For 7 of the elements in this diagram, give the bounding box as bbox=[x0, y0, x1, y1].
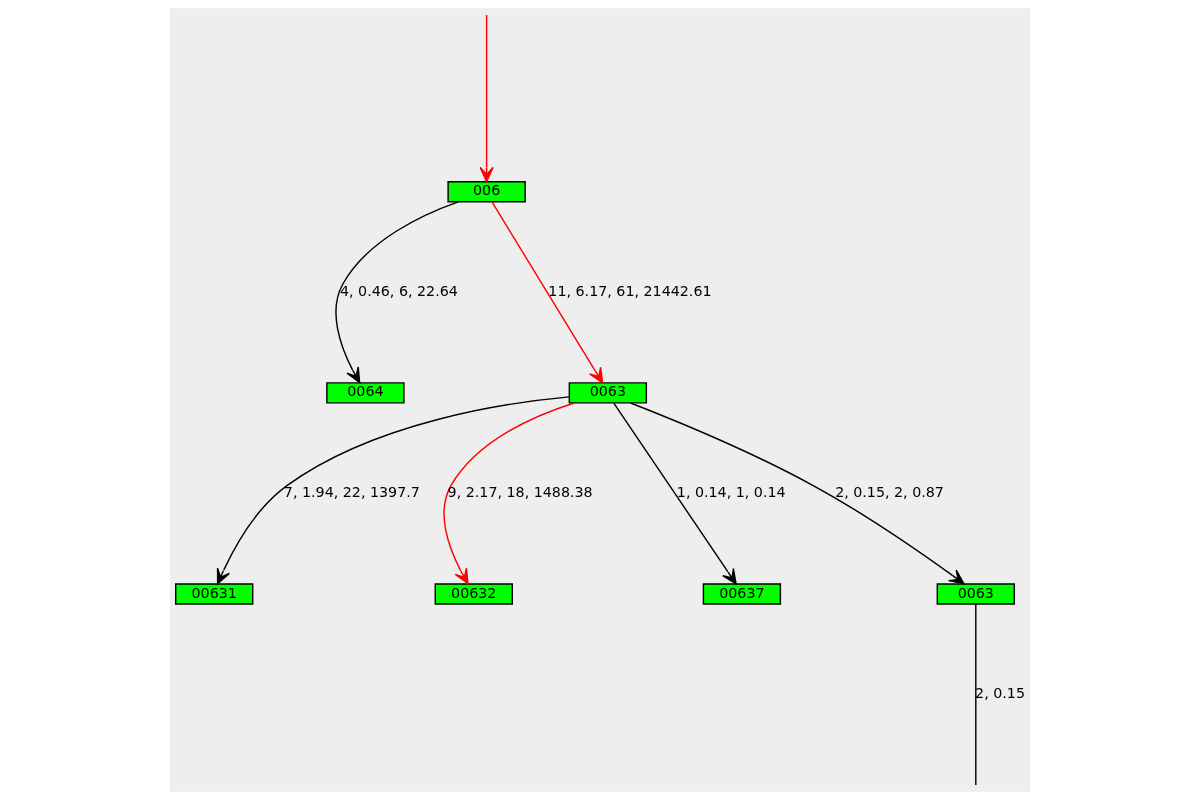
edge-label: 4, 0.46, 6, 22.64 bbox=[339, 282, 458, 299]
edge-label: 2, 0.15, 2, 0.87 bbox=[835, 483, 944, 500]
edge-label: 7, 1.94, 22, 1397.7 bbox=[283, 483, 420, 500]
edge-label: 9, 2.17, 18, 1488.38 bbox=[447, 483, 593, 500]
edge-label: 11, 6.17, 61, 21442.61 bbox=[548, 282, 712, 299]
edge-label: 2, 0.15 bbox=[975, 685, 1025, 702]
edge-label: 1, 0.14, 1, 0.14 bbox=[676, 483, 786, 500]
